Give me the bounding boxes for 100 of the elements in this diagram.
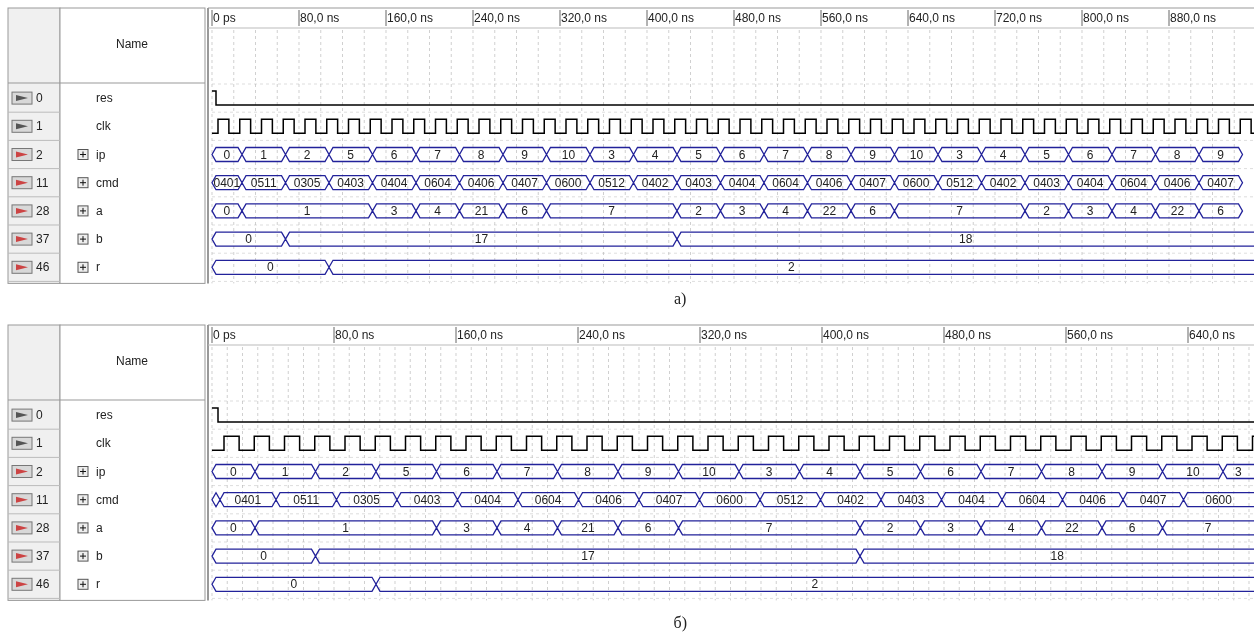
signal-index: 1 bbox=[36, 436, 43, 451]
bus-value: 9 bbox=[869, 147, 876, 162]
bus-value: 0404 bbox=[380, 175, 408, 190]
bus-value: 3 bbox=[765, 464, 773, 479]
bus-value: 0604 bbox=[772, 175, 799, 190]
bus-value: 0600 bbox=[716, 492, 743, 507]
bus-value: 5 bbox=[886, 464, 894, 479]
bus-value: 0604 bbox=[534, 492, 562, 507]
bus-value: 21 bbox=[581, 520, 595, 535]
bus-value: 6 bbox=[738, 147, 746, 162]
bus-value: 0404 bbox=[474, 492, 501, 507]
bus-value: 3 bbox=[956, 147, 963, 162]
bus-value: 8 bbox=[825, 147, 833, 162]
bus-value: 0604 bbox=[1018, 492, 1046, 507]
bus-value: 0404 bbox=[728, 175, 756, 190]
bus-value: 8 bbox=[1068, 464, 1075, 479]
bus-value: 6 bbox=[390, 147, 398, 162]
bus-value: 9 bbox=[1217, 147, 1224, 162]
bus-value: 0 bbox=[290, 577, 298, 592]
signal-index: 0 bbox=[36, 91, 43, 106]
tick-label: 80,0 ns bbox=[300, 11, 340, 25]
tick-label: 320,0 ns bbox=[561, 11, 608, 25]
bus-value: 4 bbox=[826, 464, 833, 479]
bus-value: 0406 bbox=[595, 492, 622, 507]
tick-label: 560,0 ns bbox=[1067, 328, 1114, 342]
bus-value: 3 bbox=[463, 520, 470, 535]
bus-value: 0406 bbox=[1163, 175, 1191, 190]
signal-index: 0 bbox=[36, 408, 43, 423]
figure-caption: а) bbox=[674, 291, 687, 307]
bus-value: 0604 bbox=[424, 175, 451, 190]
signal-name: b bbox=[96, 232, 103, 247]
bus-value: 7 bbox=[765, 520, 773, 535]
bus-value: 4 bbox=[782, 203, 789, 218]
bus-value: 2 bbox=[695, 203, 702, 218]
tick-label: 640,0 ns bbox=[909, 11, 956, 25]
signal-name: a bbox=[96, 520, 103, 535]
bus-value: 2 bbox=[886, 520, 894, 535]
signal-index: 11 bbox=[36, 492, 49, 507]
bus-value: 4 bbox=[1007, 520, 1015, 535]
tick-label: 880,0 ns bbox=[1170, 11, 1217, 25]
bus-value: 8 bbox=[584, 464, 591, 479]
bus-value: 0511 bbox=[293, 492, 320, 507]
bus-value: 0407 bbox=[511, 175, 538, 190]
bus-value: 7 bbox=[1007, 464, 1015, 479]
tick-label: 800,0 ns bbox=[1083, 11, 1130, 25]
bus-value: 9 bbox=[521, 147, 528, 162]
bus-value: 18 bbox=[959, 232, 973, 247]
signal-index: 37 bbox=[36, 549, 50, 564]
signal-index: 46 bbox=[36, 260, 50, 275]
bus-value: 0600 bbox=[902, 175, 930, 190]
bus-value: 2 bbox=[303, 147, 311, 162]
signal-name: res bbox=[96, 91, 113, 106]
bus-value: 0604 bbox=[1120, 175, 1147, 190]
signal-index: 28 bbox=[36, 520, 50, 535]
tick-label: 160,0 ns bbox=[387, 11, 434, 25]
bus-value: 0 bbox=[230, 520, 237, 535]
bus-value: 3 bbox=[947, 520, 954, 535]
bus-value: 6 bbox=[521, 203, 528, 218]
bus-value: 5 bbox=[402, 464, 410, 479]
bus-value: 0 bbox=[267, 260, 274, 275]
tick-label: 480,0 ns bbox=[945, 328, 992, 342]
bus-value: 6 bbox=[947, 464, 954, 479]
bus-value: 1 bbox=[281, 464, 289, 479]
bus-value: 9 bbox=[644, 464, 652, 479]
bus-value: 6 bbox=[1128, 520, 1136, 535]
bus-value: 0600 bbox=[554, 175, 582, 190]
bus-value: 5 bbox=[695, 147, 702, 162]
bus-value: 4 bbox=[1130, 203, 1137, 218]
signal-index: 2 bbox=[36, 464, 43, 479]
signal-name: clk bbox=[96, 119, 111, 134]
bus-value: 0404 bbox=[958, 492, 985, 507]
bus-value: 0407 bbox=[859, 175, 886, 190]
bus-value: 22 bbox=[1170, 203, 1185, 218]
bus-value: 5 bbox=[347, 147, 354, 162]
tick-label: 720,0 ns bbox=[996, 11, 1043, 25]
bus-value: 10 bbox=[702, 464, 716, 479]
signal-index: 11 bbox=[36, 175, 49, 190]
bus-value: 0401 bbox=[234, 492, 262, 507]
bus-value: 4 bbox=[523, 520, 531, 535]
bus-value: 0 bbox=[223, 147, 231, 162]
bus-value: 6 bbox=[869, 203, 876, 218]
tick-label: 0 ps bbox=[213, 328, 236, 342]
bus-value: 0512 bbox=[598, 175, 625, 190]
tick-label: 0 ps bbox=[213, 11, 236, 25]
bus-value: 0512 bbox=[776, 492, 804, 507]
bus-value: 21 bbox=[474, 203, 489, 218]
bus-value: 7 bbox=[956, 203, 963, 218]
bus-value: 0404 bbox=[1076, 175, 1104, 190]
bus-value: 1 bbox=[260, 147, 267, 162]
tick-label: 320,0 ns bbox=[701, 328, 748, 342]
signal-name: ip bbox=[96, 464, 106, 479]
bus-value: 7 bbox=[608, 203, 615, 218]
bus-value: 3 bbox=[1086, 203, 1094, 218]
bus-value: 6 bbox=[463, 464, 470, 479]
tick-label: 240,0 ns bbox=[579, 328, 626, 342]
bus-value: 1 bbox=[342, 520, 349, 535]
bus-value: 4 bbox=[999, 147, 1007, 162]
bus-value: 3 bbox=[608, 147, 615, 162]
tick-label: 400,0 ns bbox=[823, 328, 870, 342]
bus-value: 0402 bbox=[641, 175, 669, 190]
